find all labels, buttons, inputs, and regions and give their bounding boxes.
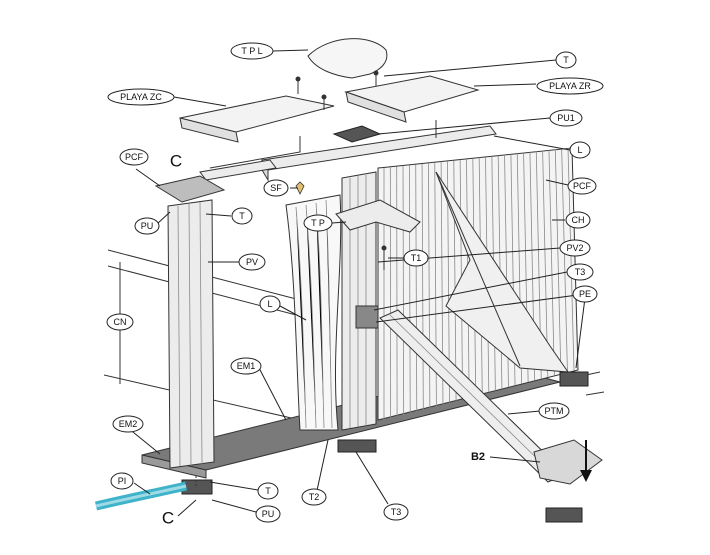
label-t-top: T	[556, 52, 576, 68]
svg-text:PCF: PCF	[573, 181, 592, 191]
label-pu1: PU1	[550, 110, 582, 126]
label-t3-bottom: T3	[384, 504, 408, 520]
svg-text:C: C	[170, 152, 182, 171]
foot-left	[182, 480, 212, 494]
label-ch: CH	[566, 212, 590, 228]
svg-text:T: T	[239, 211, 245, 221]
svg-text:PU: PU	[141, 221, 154, 231]
svg-text:T: T	[265, 486, 271, 496]
label-pv: PV	[239, 254, 265, 270]
bracket-pu1	[334, 126, 380, 142]
base-plate-b2	[534, 440, 602, 484]
label-tpl: T P L	[231, 43, 273, 59]
svg-text:T1: T1	[411, 253, 422, 263]
svg-text:T P: T P	[311, 218, 325, 228]
label-t-bottom: T	[258, 483, 278, 499]
label-pcf-left: PCF	[120, 149, 148, 165]
svg-text:B2: B2	[471, 451, 485, 463]
label-em1: EM1	[231, 358, 261, 374]
label-ptm: PTM	[539, 403, 569, 419]
label-playa-zr: PLAYA ZR	[537, 78, 603, 94]
svg-text:T2: T2	[309, 492, 320, 502]
blue-pipe	[96, 486, 186, 506]
label-t3-top: T3	[567, 264, 593, 280]
svg-text:T3: T3	[391, 507, 402, 517]
foot-right	[560, 372, 588, 386]
label-c-top: C	[170, 152, 182, 171]
svg-text:PV2: PV2	[566, 243, 583, 253]
svg-text:PI: PI	[118, 476, 127, 486]
svg-text:T P L: T P L	[241, 46, 262, 56]
left-post	[168, 200, 214, 468]
label-t2: T2	[302, 489, 326, 505]
svg-text:PLAYA ZC: PLAYA ZC	[120, 92, 162, 102]
svg-text:PLAYA ZR: PLAYA ZR	[549, 81, 591, 91]
svg-text:PU1: PU1	[557, 113, 575, 123]
label-pu-bottom: PU	[256, 506, 280, 522]
label-c-bottom: C	[162, 509, 174, 528]
svg-text:CN: CN	[114, 317, 127, 327]
svg-text:PE: PE	[579, 289, 591, 299]
foot-front	[546, 508, 582, 522]
label-l-top: L	[570, 142, 590, 158]
corner-cap-left	[156, 176, 224, 202]
svg-text:SF: SF	[270, 183, 282, 193]
post-bracket	[356, 306, 378, 328]
svg-text:L: L	[267, 299, 272, 309]
label-b2: B2	[471, 451, 485, 463]
svg-text:EM2: EM2	[119, 419, 138, 429]
svg-text:PU: PU	[262, 509, 275, 519]
label-pv2: PV2	[560, 240, 590, 256]
svg-text:EM1: EM1	[237, 361, 256, 371]
label-l-mid: L	[260, 296, 280, 312]
label-pi: PI	[111, 473, 133, 489]
label-t-left: T	[232, 208, 252, 224]
coping-zr	[346, 76, 478, 122]
label-pcf-right: PCF	[568, 178, 596, 194]
label-t1: T1	[404, 250, 428, 266]
label-sf: SF	[264, 180, 288, 196]
svg-text:PTM: PTM	[545, 406, 564, 416]
label-playa-zc: PLAYA ZC	[108, 89, 174, 105]
svg-text:PCF: PCF	[125, 152, 144, 162]
label-tp: T P	[304, 215, 332, 231]
label-cn: CN	[107, 314, 133, 330]
coping-zc	[180, 96, 334, 142]
label-em2: EM2	[113, 416, 143, 432]
svg-text:C: C	[162, 509, 174, 528]
svg-text:PV: PV	[246, 257, 258, 267]
svg-text:CH: CH	[572, 215, 585, 225]
svg-text:T: T	[563, 55, 569, 65]
foot-center	[338, 440, 376, 452]
label-pu-top: PU	[135, 218, 159, 234]
svg-text:L: L	[577, 145, 582, 155]
svg-text:T3: T3	[575, 267, 586, 277]
label-pe: PE	[573, 286, 597, 302]
